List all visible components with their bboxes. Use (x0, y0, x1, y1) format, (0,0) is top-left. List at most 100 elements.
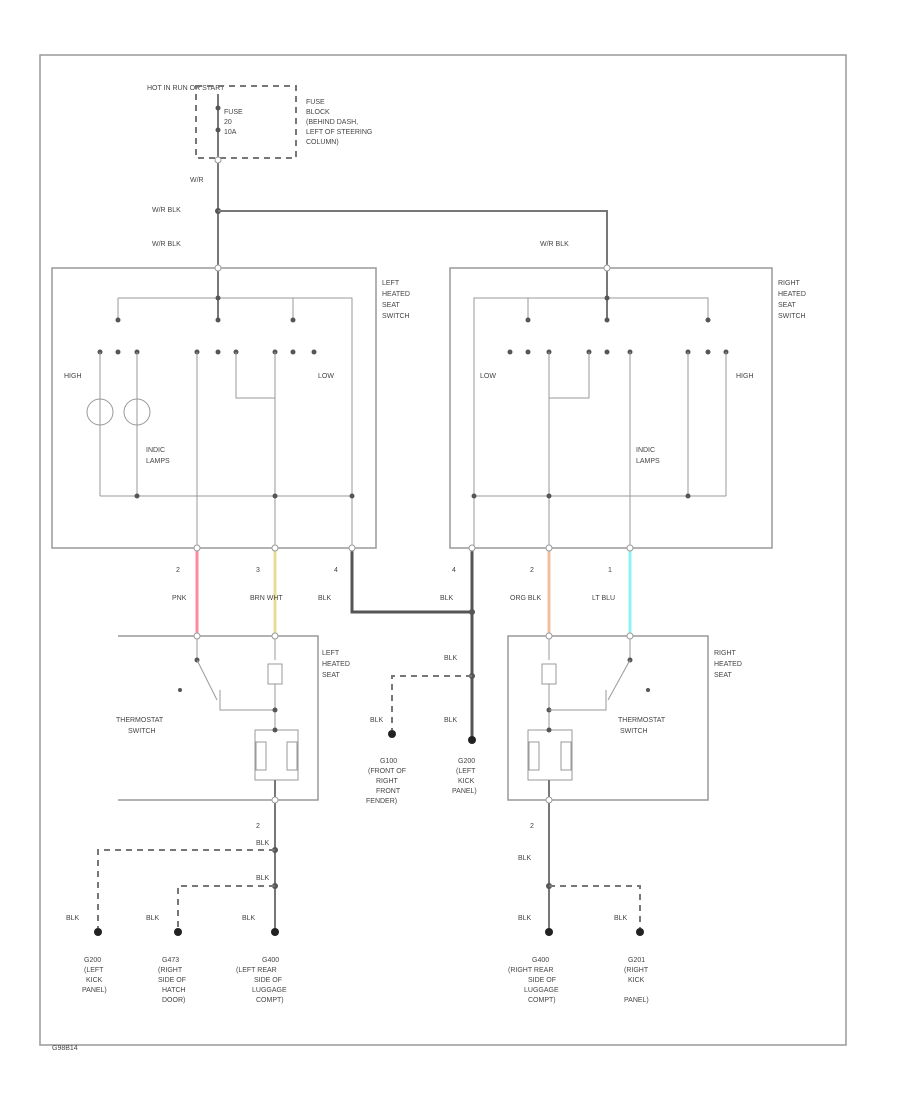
wire-blk (350, 548, 472, 614)
left-switch-title: LEFT (382, 280, 400, 287)
ground-label: G473 (162, 957, 179, 964)
left-switch-box (51, 267, 377, 549)
left-ground-wire: BLK (66, 915, 80, 922)
ground-label: (LEFT REAR (236, 967, 277, 974)
right-ground-wire: BLK (518, 915, 532, 922)
fuse-label: FUSE (224, 109, 243, 116)
ground-label: (RIGHT (624, 967, 649, 974)
right-wire-color: ORG BLK (510, 595, 541, 602)
fuse-block-label: FUSE (306, 99, 325, 106)
left-ground-wire: BLK (242, 915, 256, 922)
ground-label: (LEFT (84, 967, 104, 974)
right-ground-pin: 2 (530, 823, 534, 830)
center-wire-label: BLK (444, 655, 458, 662)
ground-g200-label: PANEL) (452, 788, 477, 795)
right-wire-color: LT BLU (592, 595, 615, 602)
ground-label: KICK (628, 977, 645, 984)
center-wire-label: BLK (444, 717, 458, 724)
left-low-lamp-icon (123, 398, 151, 426)
right-switch-low: LOW (480, 373, 496, 380)
ground-icon (94, 928, 102, 936)
ground-icon (271, 928, 279, 936)
fuse-rating: 10A (224, 129, 237, 136)
left-connector-wires (195, 548, 472, 636)
right-seat-title: SEAT (714, 672, 732, 679)
right-ground-wire: BLK (614, 915, 628, 922)
left-wire-color: BLK (318, 595, 332, 602)
ground-label: G201 (628, 957, 645, 964)
left-high-lamp-icon (86, 398, 114, 426)
ground-icon (636, 928, 644, 936)
left-ground-wire: BLK (256, 840, 270, 847)
left-seat-box (118, 635, 319, 801)
right-thermostat-label: THERMOSTAT (618, 717, 666, 724)
fuse-dot (215, 105, 221, 111)
left-thermostat-label: THERMOSTAT (116, 717, 164, 724)
fuse-number: 20 (224, 119, 232, 126)
fuse-block-label: LEFT OF STEERING (306, 129, 372, 136)
fuse-block-outline (195, 85, 297, 159)
ground-g100-label: G100 (380, 758, 397, 765)
left-ground-branch (97, 849, 275, 928)
ground-label: PANEL) (82, 987, 107, 994)
right-switch-title: SWITCH (778, 313, 806, 320)
fuse-block-label: (BEHIND DASH, (306, 119, 358, 126)
right-wire-color: BLK (440, 595, 454, 602)
right-switch-box (449, 267, 773, 549)
ground-label: (RIGHT REAR (508, 967, 553, 974)
right-switch-high: HIGH (736, 373, 754, 380)
right-switch-title: HEATED (778, 291, 806, 298)
right-switch-contacts (471, 268, 729, 548)
left-lamps-label: LAMPS (146, 458, 170, 465)
right-switch-title: SEAT (778, 302, 796, 309)
left-thermostat-label: SWITCH (128, 728, 156, 735)
ground-icon (174, 928, 182, 936)
left-pin: 2 (176, 567, 180, 574)
left-pin: 4 (334, 567, 338, 574)
splice-dot (469, 609, 475, 615)
ground-g200-label: (LEFT (456, 768, 476, 775)
ground-label: SIDE OF (158, 977, 186, 984)
ground-label: COMPT) (528, 997, 556, 1004)
right-seat-title: RIGHT (714, 650, 737, 657)
right-seat-box (507, 635, 709, 801)
right-thermostat-label: SWITCH (620, 728, 648, 735)
ground-icon (545, 928, 553, 936)
ground-label: G400 (262, 957, 279, 964)
left-switch-title: HEATED (382, 291, 410, 298)
left-wire-color: PNK (172, 595, 187, 602)
left-switch-high: HIGH (64, 373, 82, 380)
left-ground-pin: 2 (256, 823, 260, 830)
ground-g100-label: FRONT (376, 788, 401, 795)
wire-label: W/R BLK (540, 241, 569, 248)
right-lamps-label: INDIC (636, 447, 655, 454)
left-wire-color: BRN WHT (250, 595, 283, 602)
left-seat-title: HEATED (322, 661, 350, 668)
ground-g200-label: KICK (458, 778, 475, 785)
fuse-dot (215, 127, 221, 133)
diagram-frame (39, 54, 847, 1046)
right-connector-wires (470, 548, 632, 740)
right-pin: 4 (452, 567, 456, 574)
ground-label: LUGGAGE (524, 987, 559, 994)
diagram-id: G98B14 (52, 1045, 78, 1052)
right-pin: 2 (530, 567, 534, 574)
ground-label: PANEL) (624, 997, 649, 1004)
ground-g100-icon (388, 730, 396, 738)
right-switch-title: RIGHT (778, 280, 801, 287)
left-switch-title: SWITCH (382, 313, 410, 320)
ground-label: G200 (84, 957, 101, 964)
left-switch-contacts (97, 268, 355, 548)
left-pin: 3 (256, 567, 260, 574)
left-thermostat-switch (178, 636, 299, 930)
ground-label: (RIGHT (158, 967, 183, 974)
left-lamps-label: INDIC (146, 447, 165, 454)
right-lamps-label: LAMPS (636, 458, 660, 465)
ground-label: G400 (532, 957, 549, 964)
ground-label: SIDE OF (528, 977, 556, 984)
right-pin: 1 (608, 567, 612, 574)
ground-label: DOOR) (162, 997, 185, 1004)
left-ground-branch (177, 885, 275, 928)
left-seat-title: LEFT (322, 650, 340, 657)
